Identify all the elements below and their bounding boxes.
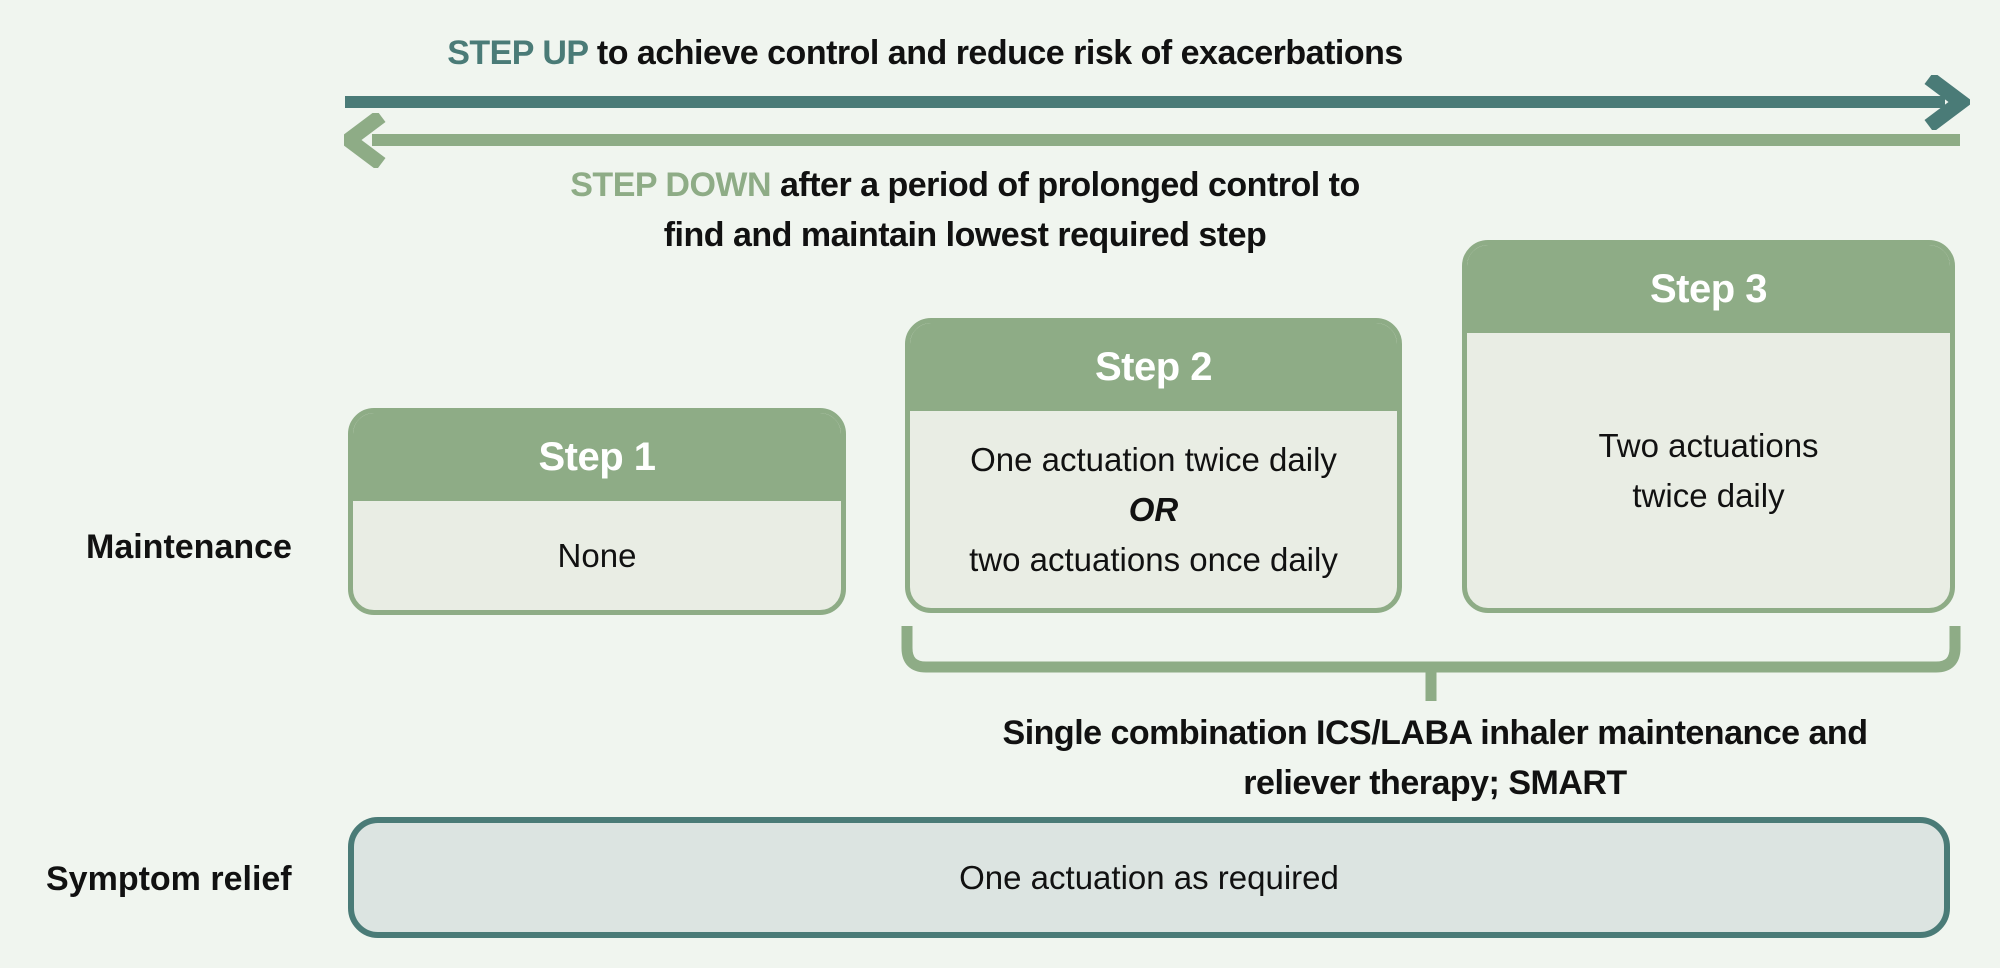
symptom-relief-text: One actuation as required bbox=[959, 858, 1339, 896]
step-down-arrow-icon bbox=[344, 113, 1960, 168]
step-down-heading-line2: find and maintain lowest required step bbox=[663, 216, 1267, 254]
maintenance-row-label: Maintenance bbox=[86, 528, 292, 566]
step2-body-line2: two actuations once daily bbox=[969, 540, 1338, 578]
step2-box: Step 2 One actuation twice daily OR two … bbox=[905, 318, 1402, 613]
step3-box: Step 3 Two actuations twice daily bbox=[1462, 240, 1955, 613]
step3-body-line1: Two actuations bbox=[1598, 426, 1819, 464]
step2-header: Step 2 bbox=[910, 323, 1397, 411]
symptom-relief-box: One actuation as required bbox=[348, 817, 1950, 938]
step-down-heading: STEP DOWN after a period of prolonged co… bbox=[345, 160, 1585, 260]
symptom-relief-row-label: Symptom relief bbox=[46, 860, 292, 898]
step2-body-line1: One actuation twice daily bbox=[970, 440, 1337, 478]
step-up-heading-rest: to achieve control and reduce risk of ex… bbox=[587, 34, 1403, 72]
smart-label-line2: reliever therapy; SMART bbox=[1243, 764, 1627, 802]
step2-body: One actuation twice daily OR two actuati… bbox=[910, 411, 1397, 608]
step-up-arrow-icon bbox=[345, 75, 1970, 130]
step1-box: Step 1 None bbox=[348, 408, 846, 615]
step3-header: Step 3 bbox=[1467, 245, 1950, 333]
smart-label-line1: Single combination ICS/LABA inhaler main… bbox=[1002, 714, 1868, 752]
smart-bracket bbox=[901, 626, 1961, 701]
step2-body-or: OR bbox=[1128, 490, 1179, 528]
step-down-keyword: STEP DOWN bbox=[570, 166, 772, 204]
step3-body: Two actuations twice daily bbox=[1467, 333, 1950, 608]
step-down-heading-line1: STEP DOWN after a period of prolonged co… bbox=[345, 160, 1585, 210]
step-up-keyword: STEP UP bbox=[447, 34, 588, 72]
smart-label: Single combination ICS/LABA inhaler main… bbox=[905, 708, 1965, 808]
step-down-heading-rest: after a period of prolonged control to bbox=[771, 166, 1360, 204]
step-up-heading: STEP UP to achieve control and reduce ri… bbox=[345, 34, 1505, 73]
step3-body-line2: twice daily bbox=[1632, 476, 1785, 514]
step1-header: Step 1 bbox=[353, 413, 841, 501]
step1-body: None bbox=[353, 501, 841, 610]
step1-body-line: None bbox=[557, 536, 637, 574]
